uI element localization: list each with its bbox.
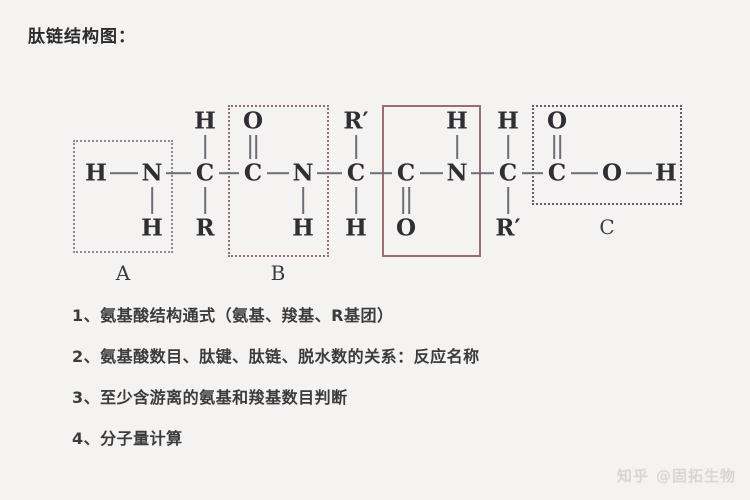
atom-n2-h: H: [292, 214, 314, 242]
atom-ca3-r: R′: [495, 214, 521, 242]
bond-o-hydroxy-h-hydroxy: [626, 172, 652, 174]
watermark-author: @固拓生物: [655, 467, 736, 485]
atom-n3-h: H: [446, 107, 468, 135]
atom-h-term: H: [85, 159, 107, 187]
bond-c3-c3-o-line-2: [559, 135, 561, 159]
atom-c3-o: O: [546, 107, 568, 135]
atom-ca2-h: H: [345, 214, 367, 242]
atom-h-hydroxy: H: [655, 159, 677, 187]
atom-ca1: C: [195, 159, 215, 187]
group-label-a: A: [115, 261, 131, 285]
atom-n1-h: H: [141, 214, 163, 242]
bond-ca3-ca3-r: [507, 187, 509, 214]
notes-list: 1、氨基酸结构通式（氨基、羧基、R基团） 2、氨基酸数目、肽键、肽链、脱水数的关系…: [72, 302, 712, 466]
atom-n3: N: [446, 159, 468, 187]
atom-c1-o: O: [242, 107, 264, 135]
note-item-3: 3、至少含游离的氨基和羧基数目判断: [72, 384, 712, 408]
note-item-1: 1、氨基酸结构通式（氨基、羧基、R基团）: [72, 302, 712, 326]
bond-ca1-ca1-h: [204, 135, 206, 159]
note-index-3: 3、: [72, 388, 101, 407]
atom-ca2-r: R′: [343, 107, 369, 135]
group-label-c: C: [599, 215, 615, 239]
atom-ca2: C: [346, 159, 366, 187]
bond-ca3-ca3-h: [507, 135, 509, 159]
bond-c2-n3: [420, 172, 443, 174]
note-item-2: 2、氨基酸数目、肽键、肽链、脱水数的关系：反应名称: [72, 343, 712, 367]
bond-n2-n2-h: [302, 187, 304, 214]
atom-c2: C: [396, 159, 416, 187]
group-label-b: B: [270, 261, 286, 285]
bond-ca1-ca1-r: [204, 187, 206, 214]
atom-ca3: C: [498, 159, 518, 187]
atom-ca1-r: R: [195, 214, 215, 242]
atom-c2-o: O: [395, 214, 417, 242]
bond-n1-n1-h: [151, 187, 153, 214]
carboxyl-group-box: [532, 105, 682, 205]
bond-ca3-c3: [522, 172, 543, 174]
bond-c2-c2-o-line-1: [402, 187, 404, 214]
note-index-2: 2、: [72, 347, 101, 366]
bond-c3-o-hydroxy: [571, 172, 598, 174]
note-index-4: 4、: [72, 429, 101, 448]
atom-n1: N: [141, 159, 163, 187]
bond-ca2-ca2-h: [355, 187, 357, 214]
bond-c3-c3-o-line-1: [553, 135, 555, 159]
peptide-bond-box-1: [228, 105, 329, 257]
note-text-4: 分子量计算: [100, 429, 183, 448]
atom-ca1-h: H: [194, 107, 216, 135]
bond-n1-ca1: [166, 172, 191, 174]
atom-ca3-h: H: [497, 107, 519, 135]
note-index-1: 1、: [72, 306, 101, 325]
bond-n3-ca3: [471, 172, 494, 174]
bond-ca2-c2: [370, 172, 392, 174]
peptide-bond-box-2: [382, 105, 481, 257]
bond-n2-ca2: [317, 172, 342, 174]
note-text-1: 氨基酸结构通式（氨基、羧基、R基团）: [100, 306, 394, 325]
atom-o-hydroxy: O: [601, 159, 623, 187]
atom-n2: N: [292, 159, 314, 187]
bond-c1-c1-o-line-1: [249, 135, 251, 159]
bond-n3-n3-h: [456, 135, 458, 159]
bond-c2-c2-o-line-2: [408, 187, 410, 214]
bond-h-term-n1: [110, 172, 138, 174]
note-text-2: 氨基酸数目、肽键、肽链、脱水数的关系：反应名称: [100, 347, 480, 366]
bond-c1-n2: [267, 172, 289, 174]
atom-c1: C: [243, 159, 263, 187]
note-text-3: 至少含游离的氨基和羧基数目判断: [100, 388, 348, 407]
bond-ca2-ca2-r: [355, 135, 357, 159]
watermark-site: 知乎: [616, 467, 649, 485]
watermark: 知乎 @固拓生物: [617, 465, 736, 486]
amino-group-box: [73, 140, 173, 253]
atom-c3: C: [547, 159, 567, 187]
bond-c1-c1-o-line-2: [255, 135, 257, 159]
bond-ca1-c1: [219, 172, 239, 174]
note-item-4: 4、分子量计算: [72, 425, 712, 449]
page-title: 肽链结构图：: [28, 27, 136, 47]
